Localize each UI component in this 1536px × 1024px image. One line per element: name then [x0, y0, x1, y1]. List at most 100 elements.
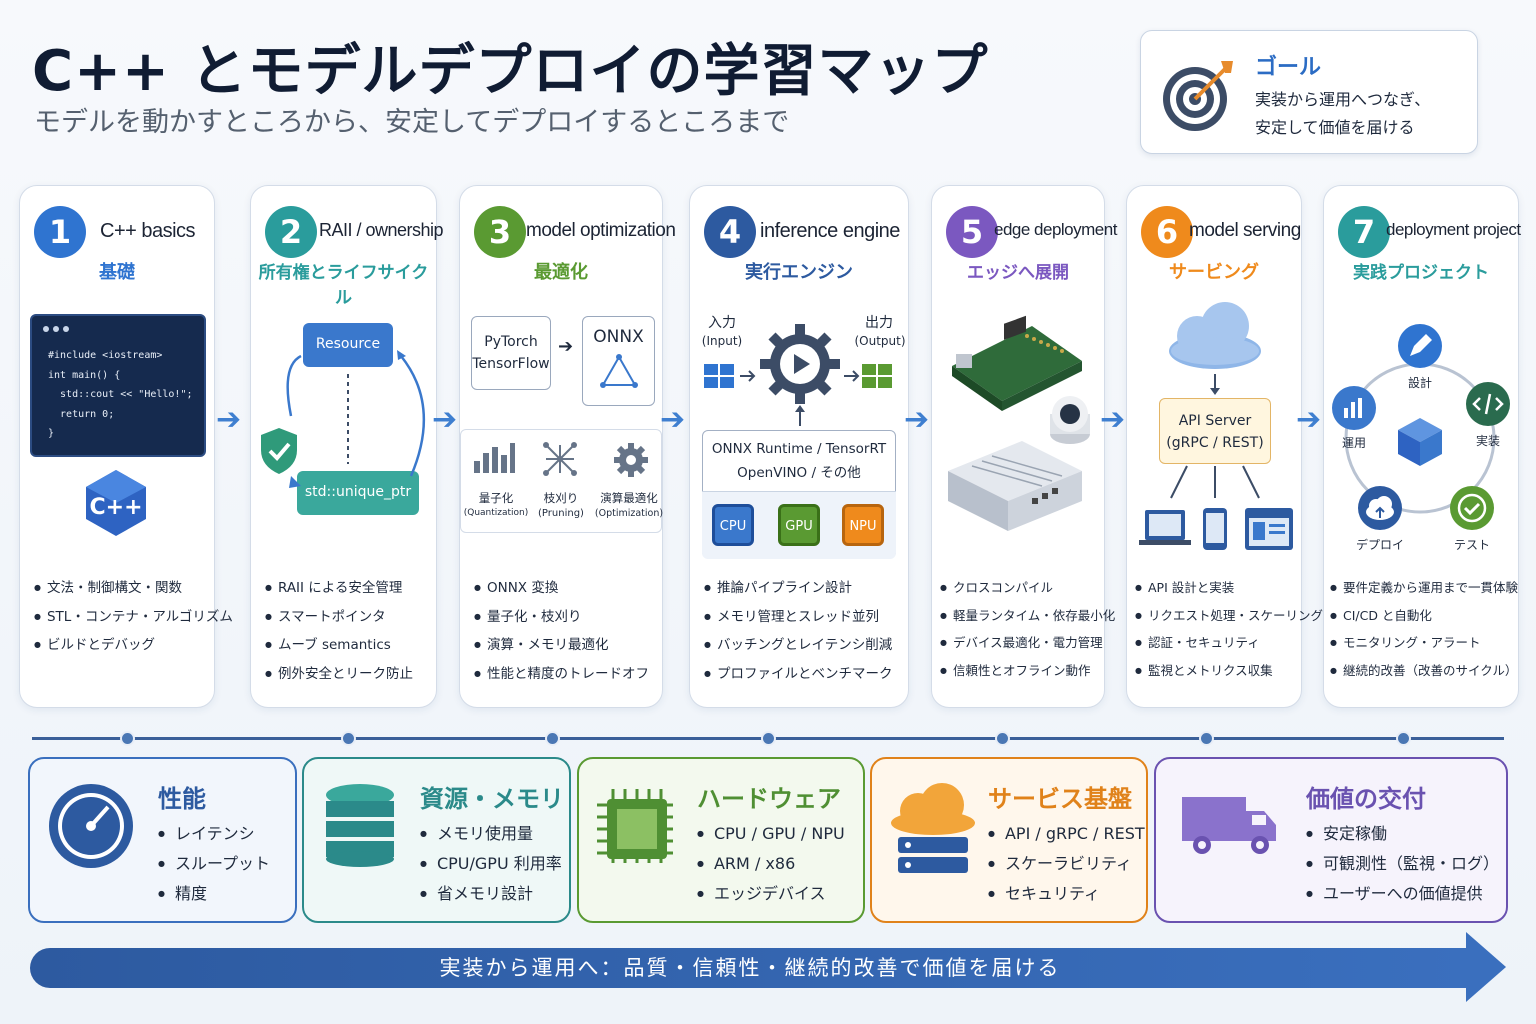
input-label-en: (Input) — [701, 334, 743, 348]
pillar-item: ユーザーへの価値提供 — [1306, 879, 1499, 909]
step-card-6: 6 model serving サービング API Server (gRPC /… — [1126, 185, 1323, 708]
bullet-item: デバイス最適化・電力管理 — [940, 629, 1103, 657]
unique-ptr-box: std::unique_ptr — [297, 471, 419, 515]
onnx-label: ONNX — [593, 327, 644, 347]
bottom-banner: 実装から運用へ：品質・信頼性・継続的改善で価値を届ける — [30, 932, 1506, 1002]
bullet-item: バッチングとレイテンシ削減 — [704, 631, 902, 660]
npu-chip-icon: NPU — [842, 504, 884, 546]
pillar-item: 精度 — [158, 879, 270, 909]
step-subtitle-3: 最適化 — [534, 262, 588, 283]
timeline-dot — [341, 731, 356, 746]
step-number-5: 5 — [946, 206, 998, 258]
goal-label: ゴール — [1255, 55, 1322, 80]
gear-icon — [614, 443, 648, 477]
goal-line-1: 実装から運用へつなぎ、 — [1255, 90, 1431, 109]
resource-box: Resource — [303, 323, 393, 367]
chip-icon — [597, 789, 673, 863]
pillar-hardware: ハードウェア CPU / GPU / NPUARM / x86エッジデバイス — [577, 757, 865, 923]
code-window: #include <iostream> int main() { std::co… — [30, 314, 206, 457]
runtime-line-2: OpenVINO / その他 — [737, 465, 861, 481]
banner-body — [30, 948, 1470, 988]
flow-arrow-icon: ➔ — [1100, 402, 1126, 437]
check-icon — [1450, 486, 1494, 530]
phone-icon — [1203, 508, 1227, 550]
pillar-item: メモリ使用量 — [420, 819, 562, 849]
banner-text: 実装から運用へ：品質・信頼性・継続的改善で価値を届ける — [439, 956, 1061, 980]
pillar-item: 安定稼働 — [1306, 819, 1499, 849]
step-number-3: 3 — [474, 206, 526, 258]
goal-text: 実装から運用へつなぎ、 安定して価値を届ける — [1255, 86, 1465, 142]
cycle-design-label: 設計 — [1407, 376, 1432, 390]
bullet-item: API 設計と実装 — [1135, 574, 1295, 602]
bullet-item: 性能と精度のトレードオフ — [474, 660, 656, 689]
cpp-logo-text: C++ — [89, 495, 142, 520]
pillar-item: スループット — [158, 849, 270, 879]
step-subtitle-6: サービング — [1169, 262, 1259, 283]
tech-pruning-en: (Pruning) — [538, 508, 584, 519]
timeline-dot — [545, 731, 560, 746]
bullet-item: STL・コンテナ・アルゴリズム — [34, 603, 233, 632]
bullet-item: 信頼性とオフライン動作 — [940, 657, 1098, 685]
timeline-dot — [761, 731, 776, 746]
pillar-item: API / gRPC / REST — [988, 819, 1145, 849]
code-line: int main() { — [48, 369, 121, 381]
step-number-4: 4 — [704, 206, 756, 258]
bullet-item: 演算・メモリ最適化 — [474, 631, 656, 660]
browser-icon — [1245, 508, 1293, 550]
banner-arrowhead-icon — [1466, 932, 1506, 1002]
bullet-item: スマートポインタ — [265, 603, 430, 632]
pillar-service: サービス基盤 API / gRPC / RESTスケーラビリティセキュリティ — [870, 757, 1148, 923]
step-number-2: 2 — [265, 206, 317, 258]
cloud-upload-icon — [1358, 486, 1402, 530]
database-icon — [326, 784, 394, 867]
step-card-3: 3 model optimization 最適化 PyTorch TensorF… — [459, 185, 676, 708]
bullet-item: CI/CD と自動化 — [1330, 602, 1512, 630]
bullet-item: 認証・セキュリティ — [1135, 629, 1295, 657]
quantization-icon — [474, 443, 515, 473]
tech-quantization-en: (Quantization) — [463, 508, 529, 518]
framework-pytorch: PyTorch — [484, 334, 538, 350]
pillar-item: CPU/GPU 利用率 — [420, 849, 562, 879]
cloud-server-icon — [891, 783, 975, 873]
camera-icon — [1050, 396, 1090, 444]
pillar-item: レイテンシ — [158, 819, 270, 849]
pillar-title: 価値の交付 — [1306, 785, 1426, 813]
step-card-1: 1 C++ basics 基礎 #include <iostream> int … — [19, 185, 233, 708]
step-card-2: 2 RAII / ownership 所有権とライフサイクル Resource … — [250, 185, 444, 708]
page-subtitle: モデルを動かすところから、安定してデプロイするところまで — [34, 107, 790, 138]
bullet-item: RAII による安全管理 — [265, 574, 430, 603]
tech-optimization-jp: 演算最適化 — [600, 491, 658, 505]
tech-optimization-en: (Optimization) — [594, 508, 664, 519]
bullet-item: 例外安全とリーク防止 — [265, 660, 430, 689]
pillar-item: エッジデバイス — [697, 879, 845, 909]
speedometer-icon — [49, 784, 133, 868]
bullet-item: 文法・制御構文・関数 — [34, 574, 208, 603]
bullet-item: ビルドとデバッグ — [34, 631, 208, 660]
bullet-item: モニタリング・アラート — [1330, 629, 1512, 657]
step-title-4: inference engine — [760, 220, 900, 242]
pillar-item: ARM / x86 — [697, 849, 845, 879]
framework-box: PyTorch TensorFlow — [471, 316, 551, 390]
api-server-label: API Server — [1178, 413, 1252, 429]
bullet-item: 監視とメトリクス収集 — [1135, 657, 1295, 685]
pillar-item: スケーラビリティ — [988, 849, 1145, 879]
framework-tensorflow: TensorFlow — [472, 356, 550, 372]
goal-box: ゴール 実装から運用へつなぎ、 安定して価値を届ける — [1140, 30, 1478, 154]
bullet-item: 推論パイプライン設計 — [704, 574, 902, 603]
edge-box-icon — [948, 441, 1082, 531]
bullet-item: メモリ管理とスレッド並列 — [704, 603, 902, 632]
step-card-7: 7 deployment project 実践プロジェクト 設計 実装 テスト … — [1323, 185, 1521, 708]
step-subtitle-4: 実行エンジン — [745, 262, 853, 283]
shield-check-icon — [261, 428, 297, 474]
pillar-resources: 資源・メモリ メモリ使用量CPU/GPU 利用率省メモリ設計 — [302, 757, 571, 923]
code-line: return 0; — [48, 408, 115, 420]
step-subtitle-7: 実践プロジェクト — [1353, 263, 1489, 283]
step-title-3: model optimization — [526, 220, 676, 241]
pruning-icon — [543, 442, 577, 476]
flow-arrow-icon: ➔ — [432, 402, 458, 437]
cloud-icon — [1169, 302, 1261, 369]
runtime-line-1: ONNX Runtime / TensorRT — [711, 441, 887, 457]
flow-arrow-icon: ➔ — [216, 402, 242, 437]
api-server-box: API Server (gRPC / REST) — [1159, 398, 1271, 464]
pillar-title: 性能 — [158, 785, 206, 813]
